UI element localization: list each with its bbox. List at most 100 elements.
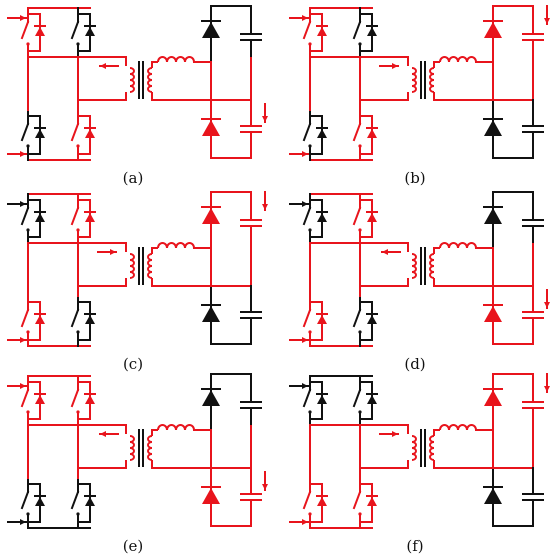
series-inductor — [184, 242, 195, 249]
arrow-head — [20, 15, 26, 21]
secondary-bottom — [151, 460, 211, 469]
rectifier-diode-bottom — [484, 488, 502, 504]
secondary-bottom — [433, 278, 493, 287]
arrow-head — [544, 302, 550, 308]
transformer-secondary-coil — [147, 271, 153, 279]
rectifier-diode-top — [202, 390, 220, 406]
arrow-head — [20, 201, 26, 207]
cap-top-wire — [493, 191, 534, 220]
arrow-head — [544, 18, 550, 24]
antiparallel-diode — [35, 129, 45, 138]
switch-blade — [352, 308, 362, 328]
switch-blade — [70, 206, 80, 226]
switch-top-right — [352, 193, 378, 244]
secondary-bottom — [151, 92, 211, 101]
antiparallel-diode — [35, 315, 45, 324]
antiparallel-diode — [367, 27, 377, 36]
antiparallel-diode — [85, 129, 95, 138]
series-inductor — [439, 56, 450, 63]
series-inductor — [457, 424, 468, 431]
arrow-head — [302, 201, 308, 207]
switch-top-right — [70, 193, 96, 244]
rectifier-diode-top — [202, 22, 220, 38]
series-inductor — [448, 424, 459, 431]
switch-blade — [352, 490, 362, 510]
series-inductor — [175, 242, 186, 249]
switch-blade — [302, 490, 312, 510]
secondary-top — [151, 61, 158, 68]
rectifier-diode-top — [484, 208, 502, 224]
panel-6: (f) — [289, 373, 550, 555]
arrow-head — [20, 337, 26, 343]
antiparallel-diode — [35, 497, 45, 506]
rectifier-diode-bottom — [484, 120, 502, 136]
switch-blade — [70, 308, 80, 328]
arrow-head — [262, 116, 268, 122]
arrow-head — [100, 63, 106, 69]
arrow-head — [20, 151, 26, 157]
switch-bottom-left — [302, 477, 328, 529]
panel-label: (b) — [404, 169, 425, 187]
antiparallel-diode — [317, 497, 327, 506]
antiparallel-diode — [85, 213, 95, 222]
series-inductor — [175, 424, 186, 431]
rectifier-diode-top — [484, 390, 502, 406]
antiparallel-diode — [367, 129, 377, 138]
panel-label: (e) — [123, 537, 144, 555]
switch-top-left — [20, 7, 46, 58]
ac-link-primary-bottom — [360, 460, 409, 469]
panel-4: (d) — [289, 191, 550, 373]
series-inductor — [166, 56, 177, 63]
antiparallel-diode — [35, 395, 45, 404]
arrow-head — [110, 249, 116, 255]
switch-bottom-right — [70, 295, 96, 347]
rectifier-diode-bottom — [202, 120, 220, 136]
antiparallel-diode — [367, 315, 377, 324]
secondary-top — [151, 247, 158, 254]
switch-top-left — [302, 7, 328, 58]
transformer-secondary-coil — [147, 85, 153, 93]
arrow-head — [262, 204, 268, 210]
switch-top-right — [70, 375, 96, 426]
series-inductor — [166, 424, 177, 431]
arrow-head — [392, 431, 398, 437]
cap-top-wire — [493, 5, 534, 34]
switch-top-left — [20, 193, 46, 244]
cap-top-wire — [211, 191, 252, 220]
secondary-top — [433, 429, 440, 436]
cap-mid-wire — [493, 57, 534, 101]
secondary-bottom — [151, 278, 211, 287]
switch-bottom-left — [20, 477, 46, 529]
switch-bottom-right — [352, 295, 378, 347]
cap-bottom-wire — [211, 132, 252, 159]
switch-top-left — [302, 193, 328, 244]
transformer-primary-coil — [411, 453, 417, 461]
panel-label: (a) — [123, 169, 144, 187]
series-inductor — [157, 56, 168, 63]
panel-5: (e) — [7, 373, 268, 555]
switch-blade — [302, 20, 312, 40]
panel-1: (a) — [7, 5, 268, 187]
transformer-primary-coil — [129, 453, 135, 461]
switch-blade — [302, 206, 312, 226]
ac-link-primary-top — [78, 242, 127, 252]
cap-mid-wire — [493, 425, 534, 469]
panel-label: (c) — [123, 355, 143, 373]
arrow-head — [392, 63, 398, 69]
rectifier-diode-bottom — [484, 306, 502, 322]
switch-top-right — [352, 375, 378, 426]
arrow-head — [302, 15, 308, 21]
series-inductor — [184, 424, 195, 431]
arrow-head — [544, 386, 550, 392]
switch-top-right — [352, 7, 378, 58]
rectifier-diode-top — [202, 208, 220, 224]
rectifier-diode-top — [484, 22, 502, 38]
antiparallel-diode — [85, 315, 95, 324]
series-inductor — [448, 242, 459, 249]
switch-blade — [20, 20, 30, 40]
switch-blade — [20, 490, 30, 510]
ac-link-primary-bottom — [78, 92, 127, 101]
switch-bottom-left — [302, 295, 328, 347]
switch-bottom-right — [70, 477, 96, 529]
